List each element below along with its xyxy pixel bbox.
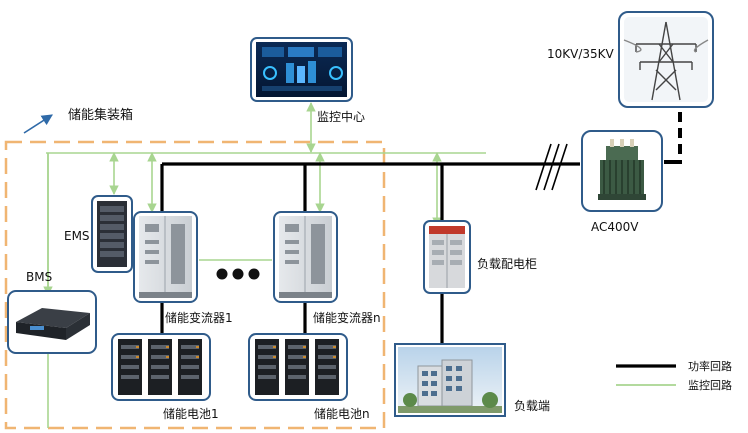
- ems-label: EMS: [64, 229, 90, 243]
- load-cabinet-icon: [429, 226, 465, 288]
- pcs-n: [273, 211, 338, 303]
- pcs-1: [133, 211, 198, 303]
- pcs-1-cabinet-icon: [139, 216, 192, 298]
- battery-n-racks-icon: [255, 339, 339, 395]
- battery-n: [248, 333, 348, 401]
- load-cabinet-label: 负载配电柜: [477, 257, 537, 271]
- bms-label: BMS: [26, 270, 52, 284]
- monitoring-center: [250, 37, 353, 102]
- battery-n-label: 储能电池n: [314, 406, 370, 421]
- load-end-label: 负载端: [514, 399, 550, 413]
- load-cabinet: [423, 220, 471, 294]
- legend-monitor-label: 监控回路: [688, 378, 732, 392]
- pcs-n-cabinet-icon: [279, 216, 332, 298]
- power-lines: [160, 162, 580, 345]
- load-end: [394, 343, 506, 417]
- legend: 功率回路 监控回路: [616, 359, 732, 392]
- pcs-n-label: 储能变流器n: [313, 310, 381, 325]
- battery-1: [111, 333, 211, 401]
- hv-grid-label: 10KV/35KV: [547, 47, 615, 61]
- power-line-break: [535, 143, 568, 191]
- hv-link-dashed: [664, 112, 682, 164]
- transformer-label: AC400V: [591, 220, 639, 234]
- building-icon: [398, 347, 502, 413]
- container-arrow: [23, 114, 53, 134]
- transformer: [581, 130, 663, 212]
- battery-1-label: 储能电池1: [163, 406, 219, 421]
- transformer-icon: [598, 139, 646, 200]
- container-label: 储能集装箱: [68, 107, 133, 123]
- monitoring-center-label: 监控中心: [317, 109, 365, 124]
- bms-device-icon: [16, 308, 90, 340]
- bms-unit: [7, 290, 97, 354]
- hv-pylon: [618, 11, 714, 108]
- container-border: [4, 140, 386, 430]
- ems-unit: [91, 195, 133, 273]
- battery-1-racks-icon: [118, 339, 202, 395]
- legend-power-label: 功率回路: [688, 359, 732, 373]
- pcs-1-label: 储能变流器1: [165, 310, 233, 325]
- ellipsis-dots: [216, 268, 260, 280]
- pylon-icon: [623, 21, 709, 101]
